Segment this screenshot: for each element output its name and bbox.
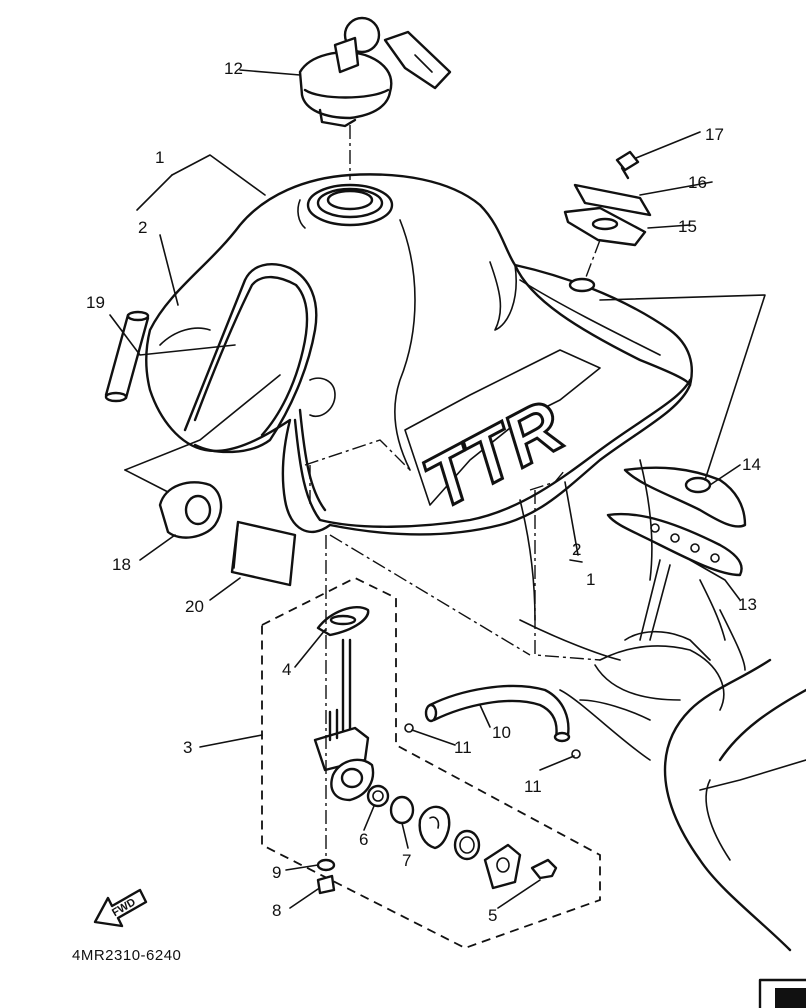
callout-9: 9 — [272, 863, 281, 882]
callout-20: 20 — [185, 597, 204, 616]
callout-7: 7 — [402, 851, 411, 870]
tank-brackets — [606, 466, 747, 577]
callout-19: 19 — [86, 293, 105, 312]
fwd-arrow-icon: FWD — [93, 888, 148, 928]
callout-1-b: 1 — [586, 570, 595, 589]
callout-14: 14 — [742, 455, 761, 474]
callout-labels: 1 2 3 4 5 6 7 8 9 10 11 11 12 13 14 15 1… — [86, 59, 761, 925]
callout-16: 16 — [688, 173, 707, 192]
callout-2: 2 — [138, 218, 147, 237]
leader-lines — [109, 69, 766, 909]
callout-17: 17 — [705, 125, 724, 144]
fuel-hose — [424, 684, 571, 743]
callout-4: 4 — [282, 660, 291, 679]
callout-6: 6 — [359, 830, 368, 849]
callout-1: 1 — [155, 148, 164, 167]
callout-5: 5 — [488, 906, 497, 925]
callout-10: 10 — [492, 723, 511, 742]
callout-8: 8 — [272, 901, 281, 920]
callout-11-b: 11 — [524, 777, 542, 796]
vent-tube — [104, 310, 150, 403]
callout-13: 13 — [738, 595, 757, 614]
frame-outline — [519, 459, 806, 952]
fuel-cock-assembly-box — [261, 576, 601, 949]
fuel-cock-parts — [313, 535, 581, 895]
part-code: 4MR2310-6240 — [72, 947, 181, 964]
grommet — [158, 481, 223, 539]
callout-3: 3 — [183, 738, 192, 757]
corner-tab — [758, 978, 806, 1008]
fuel-tank — [145, 173, 693, 536]
damper-pad — [230, 520, 297, 587]
fuel-cap — [298, 16, 452, 180]
mounting-parts-upper-right — [563, 150, 652, 293]
callout-2-b: 2 — [572, 540, 581, 559]
callout-12: 12 — [224, 59, 243, 78]
callout-18: 18 — [112, 555, 131, 574]
callout-15: 15 — [678, 217, 697, 236]
callout-11-a: 11 — [454, 738, 472, 757]
